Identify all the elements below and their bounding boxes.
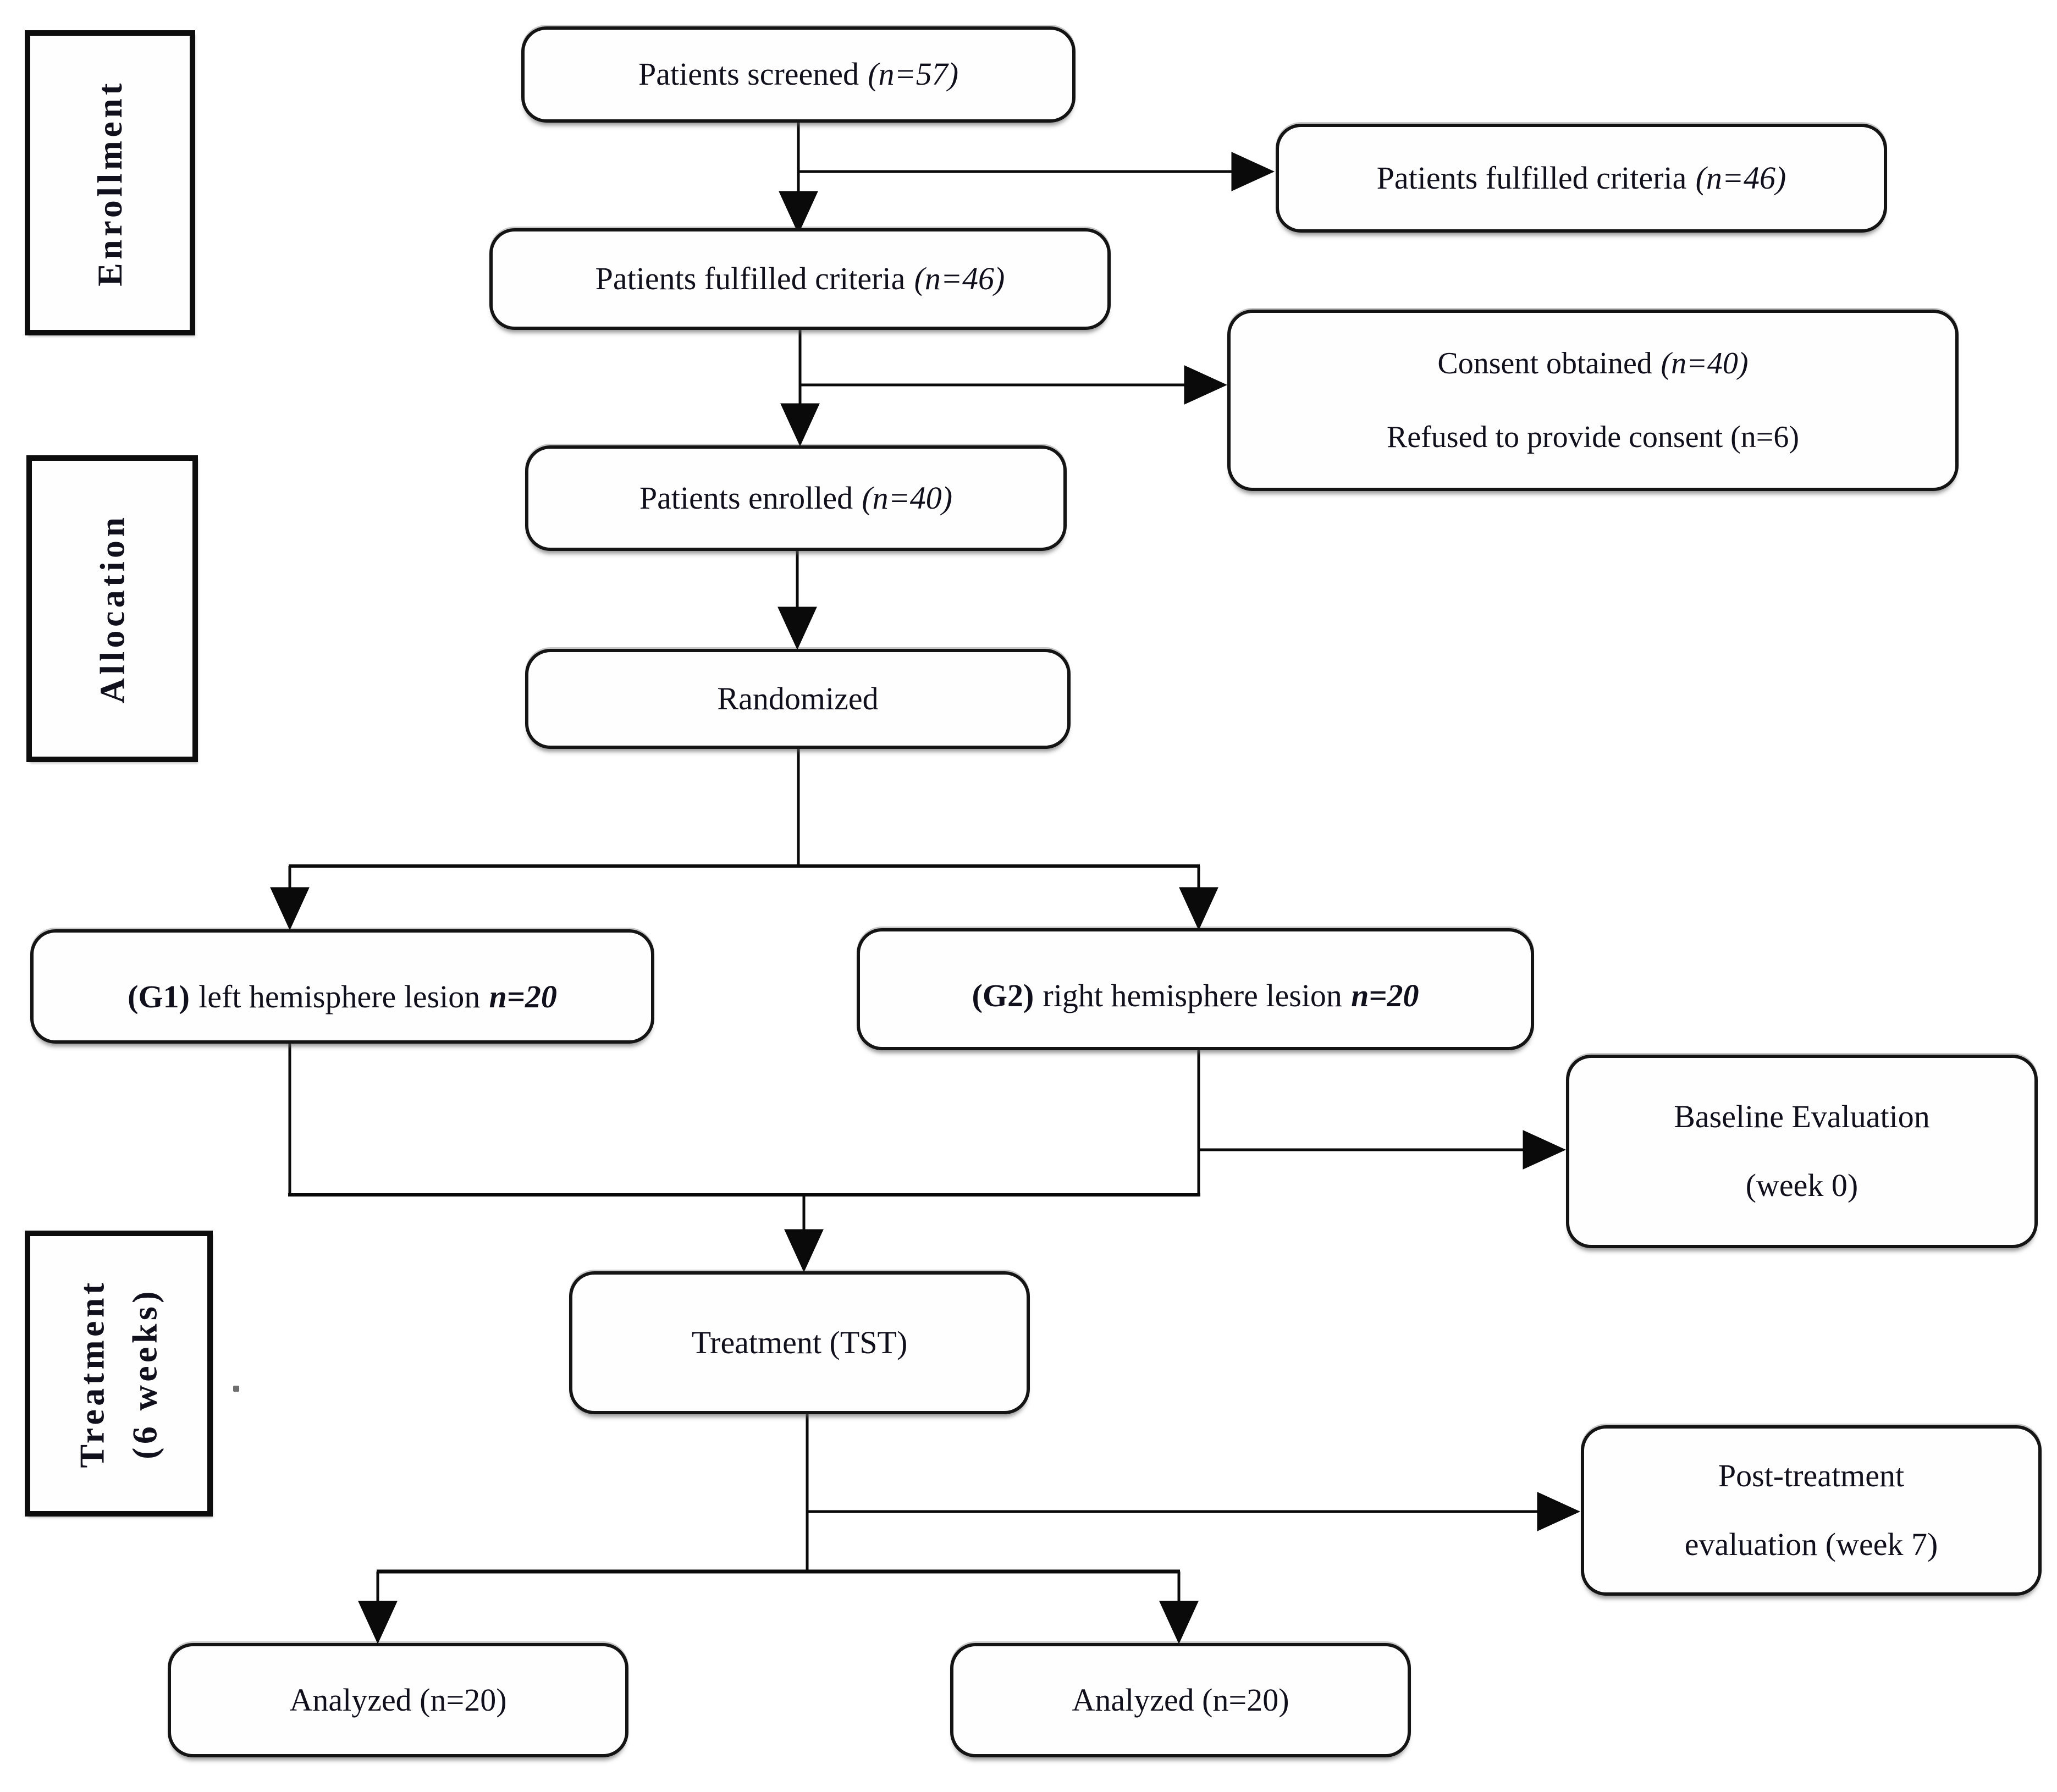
node-baseline-line2: (week 0) <box>1745 1167 1859 1203</box>
stage-enrollment-label: Enrollment <box>90 79 129 286</box>
node-group2-text: right hemisphere lesion <box>1043 978 1342 1013</box>
arrowhead-analyzed-right <box>1159 1601 1199 1645</box>
node-consent-line1-n: (n=40) <box>1661 346 1749 381</box>
node-group1-n: n=20 <box>489 979 557 1014</box>
arrowhead-criteria-side <box>1231 152 1275 191</box>
arrowhead-enrolled-randomized <box>777 606 817 650</box>
arrowhead-group1 <box>270 887 310 931</box>
node-post-treatment-line1: Post-treatment <box>1718 1458 1905 1494</box>
node-treatment: Treatment (TST) <box>569 1271 1030 1414</box>
node-fulfilled-criteria-side: Patients fulfilled criteria(n=46) <box>1276 124 1887 233</box>
node-consent-line1-text: Consent obtained <box>1437 346 1652 381</box>
node-baseline-evaluation: Baseline Evaluation (week 0) <box>1566 1055 2038 1248</box>
node-analyzed-g2-text: Analyzed (n=20) <box>1072 1681 1289 1718</box>
arrowhead-screened-criteria <box>779 191 818 235</box>
node-post-treatment-lines: Post-treatment evaluation (week 7) <box>1685 1442 1938 1579</box>
node-baseline-line1: Baseline Evaluation <box>1674 1099 1930 1135</box>
node-fulfilled-criteria-n: (n=46) <box>914 261 1005 297</box>
node-group2-n: n=20 <box>1351 978 1419 1013</box>
node-analyzed-g1-text: Analyzed (n=20) <box>289 1681 507 1718</box>
stage-treatment-line1: Treatment <box>73 1279 112 1468</box>
stage-allocation-label: Allocation <box>92 514 131 704</box>
stray-dot <box>233 1386 239 1392</box>
node-treatment-text: Treatment (TST) <box>691 1324 908 1360</box>
node-post-treatment-line2: evaluation (week 7) <box>1684 1526 1938 1562</box>
node-patients-enrolled-n: (n=40) <box>862 479 953 516</box>
node-analyzed-g1: Analyzed (n=20) <box>168 1643 628 1757</box>
node-patients-screened: Patients screened(n=57) <box>521 26 1076 123</box>
stage-treatment: Treatment (6 weeks) <box>25 1231 213 1517</box>
arrowhead-consent <box>1184 365 1228 405</box>
node-patients-enrolled: Patients enrolled(n=40) <box>525 445 1067 551</box>
node-group1-prefix: (G1) <box>128 979 190 1014</box>
arrowhead-baseline <box>1523 1130 1567 1170</box>
arrowhead-post-treatment <box>1537 1492 1581 1531</box>
node-consent-line2: Refused to provide consent (n=6) <box>1386 420 1800 454</box>
node-consent-line1: Consent obtained (n=40) <box>1387 327 1799 400</box>
node-group1-text: left hemisphere lesion <box>198 979 481 1014</box>
arrowhead-treatment <box>784 1229 824 1273</box>
node-fulfilled-criteria: Patients fulfilled criteria(n=46) <box>489 228 1111 330</box>
arrowhead-analyzed-left <box>358 1601 398 1645</box>
node-patients-screened-text: Patients screened <box>638 56 859 92</box>
node-fulfilled-criteria-side-text: Patients fulfilled criteria <box>1376 159 1687 196</box>
node-consent: Consent obtained (n=40) Refused to provid… <box>1227 310 1959 491</box>
node-fulfilled-criteria-side-n: (n=46) <box>1695 159 1786 196</box>
node-randomized: Randomized <box>525 649 1071 749</box>
node-baseline-lines: Baseline Evaluation (week 0) <box>1674 1083 1929 1220</box>
node-randomized-text: Randomized <box>717 680 879 716</box>
node-patients-enrolled-text: Patients enrolled <box>639 479 853 516</box>
stage-allocation: Allocation <box>26 455 198 762</box>
stage-treatment-label: Treatment (6 weeks) <box>66 1279 172 1468</box>
node-analyzed-g2: Analyzed (n=20) <box>950 1643 1411 1757</box>
node-post-treatment: Post-treatment evaluation (week 7) <box>1581 1425 2042 1596</box>
node-fulfilled-criteria-text: Patients fulfilled criteria <box>595 261 906 297</box>
node-group2-prefix: (G2) <box>972 978 1034 1013</box>
node-group2: (G2) right hemisphere lesion n=20 <box>857 928 1534 1050</box>
node-consent-lines: Consent obtained (n=40) Refused to provid… <box>1387 327 1799 475</box>
stage-treatment-line2: (6 weeks) <box>125 1288 165 1459</box>
stage-enrollment: Enrollment <box>25 30 195 335</box>
arrowhead-criteria-enrolled <box>780 403 820 447</box>
node-patients-screened-n: (n=57) <box>868 56 959 92</box>
arrowhead-group2 <box>1179 887 1218 931</box>
